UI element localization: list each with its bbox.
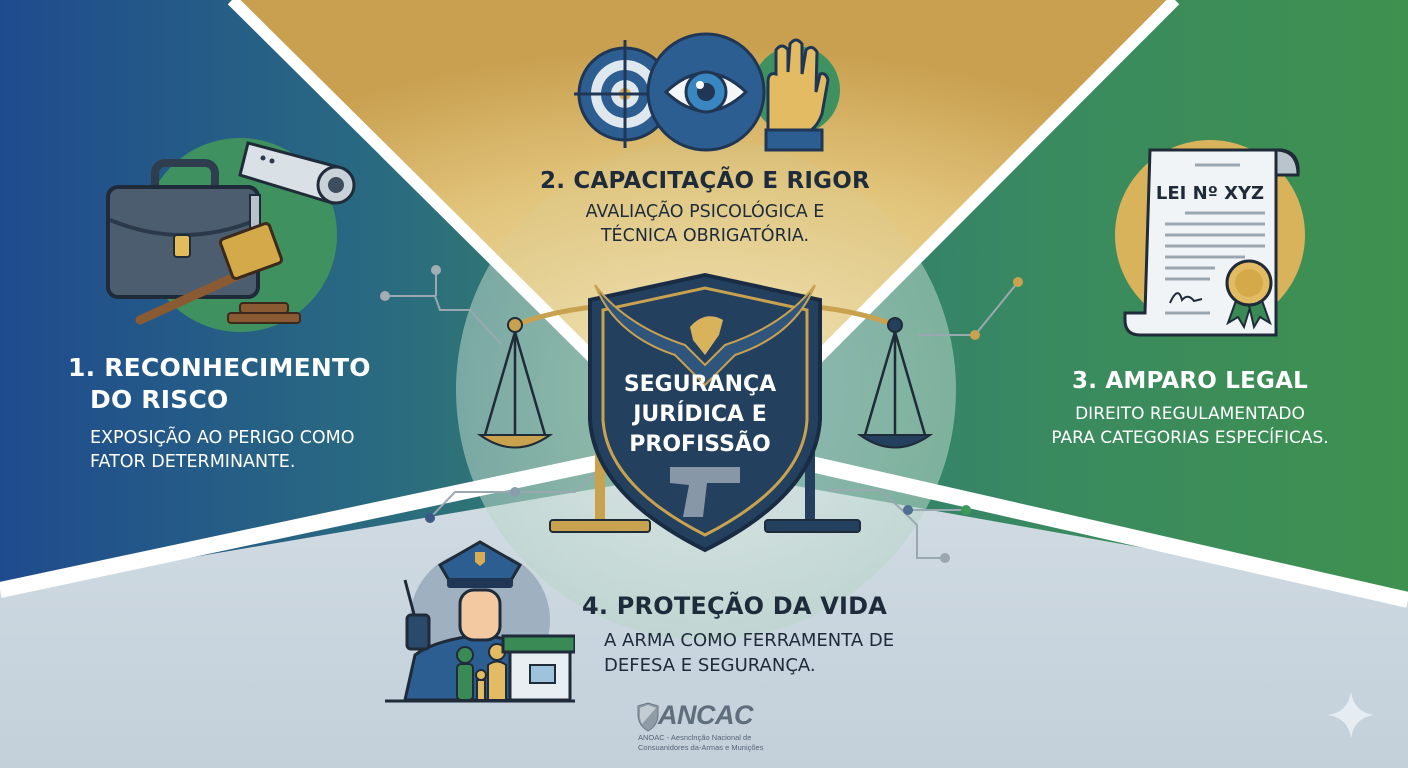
target-crosshair-icon — [574, 40, 676, 148]
section-2-subtitle-line2: TÉCNICA OBRIGATÓRIA. — [600, 226, 810, 246]
briefcase-camera-gavel-illustration — [106, 138, 356, 332]
center-title-line2: JURÍDICA E — [633, 402, 767, 427]
section-2-title: 2. CAPACITAÇÃO E RIGOR — [540, 168, 870, 194]
section-3-subtitle: DIREITO REGULAMENTADO PARA CATEGORIAS ES… — [1010, 402, 1370, 450]
section-4-protecao-vida: 4. PROTEÇÃO DA VIDA A ARMA COMO FERRAMEN… — [582, 592, 982, 678]
logo-subtitle: ANOAC - Aesnclnção Nacional de Consuanid… — [638, 733, 763, 753]
security-camera-icon — [238, 141, 356, 231]
police-family-store-illustration — [385, 540, 575, 703]
seal-ribbon-icon — [1225, 259, 1273, 330]
logo-subtitle-line2: Consuanidores da-Armas e Munições — [638, 743, 764, 752]
eagle-icon — [594, 284, 816, 387]
section-4-title: 4. PROTEÇÃO DA VIDA — [582, 592, 888, 620]
storefront-icon — [501, 634, 575, 702]
center-title: SEGURANÇA JURÍDICA E PROFISSÃO — [590, 370, 810, 460]
section-3-subtitle-line2: PARA CATEGORIAS ESPECÍFICAS. — [1051, 428, 1329, 448]
section-3-subtitle-line1: DIREITO REGULAMENTADO — [1075, 404, 1305, 424]
target-eye-hand-illustration — [574, 32, 840, 152]
gavel-icon — [135, 222, 301, 325]
law-document-icon: LEI Nº XYZ — [1123, 148, 1300, 337]
section-1-title-line1: 1. RECONHECIMENTO — [68, 353, 371, 382]
section-3-amparo-legal: 3. AMPARO LEGAL DIREITO REGULAMENTADO PA… — [1010, 368, 1370, 450]
section-2-subtitle-line1: AVALIAÇÃO PSICOLÓGICA E — [585, 202, 825, 222]
radio-icon — [403, 579, 431, 651]
section-1-title-line2: DO RISCO — [90, 385, 229, 414]
section-3-title: 3. AMPARO LEGAL — [1072, 368, 1308, 394]
section-1-subtitle: EXPOSIÇÃO AO PERIGO COMO FATOR DETERMINA… — [68, 426, 428, 474]
briefcase-icon — [106, 159, 260, 299]
section-2-capacitacao: 2. CAPACITAÇÃO E RIGOR AVALIAÇÃO PSICOLÓ… — [490, 168, 920, 248]
section-4-subtitle-line1: A ARMA COMO FERRAMENTA DE — [604, 630, 895, 651]
pistol-icon — [670, 467, 740, 517]
section-1-title: 1. RECONHECIMENTO DO RISCO — [68, 352, 428, 416]
center-title-line3: PROFISSÃO — [629, 432, 771, 457]
section-4-subtitle: A ARMA COMO FERRAMENTA DE DEFESA E SEGUR… — [582, 628, 982, 678]
svg-text:LEI Nº XYZ: LEI Nº XYZ — [1156, 183, 1264, 204]
sparkle-icon — [1328, 692, 1374, 738]
section-1-subtitle-line1: EXPOSIÇÃO AO PERIGO COMO — [90, 428, 355, 448]
law-document-illustration: LEI Nº XYZ — [1115, 140, 1305, 337]
family-icon — [456, 643, 507, 701]
eye-icon — [646, 32, 766, 152]
section-1-reconhecimento: 1. RECONHECIMENTO DO RISCO EXPOSIÇÃO AO … — [68, 352, 428, 474]
logo-shield-icon — [637, 702, 659, 732]
logo-name: ANCAC — [658, 700, 754, 730]
logo-subtitle-line1: ANOAC - Aesnclnção Nacional de — [638, 733, 752, 742]
section-2-subtitle: AVALIAÇÃO PSICOLÓGICA E TÉCNICA OBRIGATÓ… — [490, 200, 920, 248]
raised-hand-icon — [764, 38, 830, 152]
section-1-subtitle-line2: FATOR DETERMINANTE. — [90, 452, 296, 472]
center-emblem — [476, 272, 934, 553]
section-4-subtitle-line2: DEFESA E SEGURANÇA. — [604, 655, 816, 676]
center-title-line1: SEGURANÇA — [623, 372, 777, 397]
